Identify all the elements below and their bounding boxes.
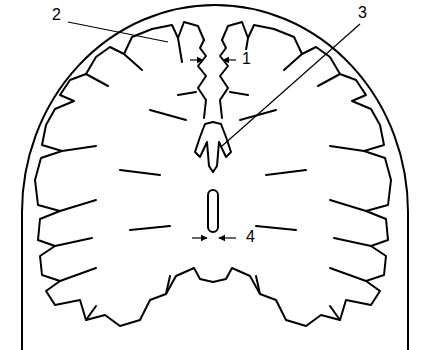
third-ventricle bbox=[208, 190, 218, 232]
callout-number: 3 bbox=[356, 4, 369, 22]
hemisphere bbox=[35, 22, 213, 326]
callout-number: 4 bbox=[244, 228, 257, 246]
callout-number: 1 bbox=[240, 50, 253, 68]
leader-lines bbox=[68, 22, 360, 238]
callout-number: 2 bbox=[50, 6, 63, 24]
skull-outline bbox=[22, 5, 408, 350]
